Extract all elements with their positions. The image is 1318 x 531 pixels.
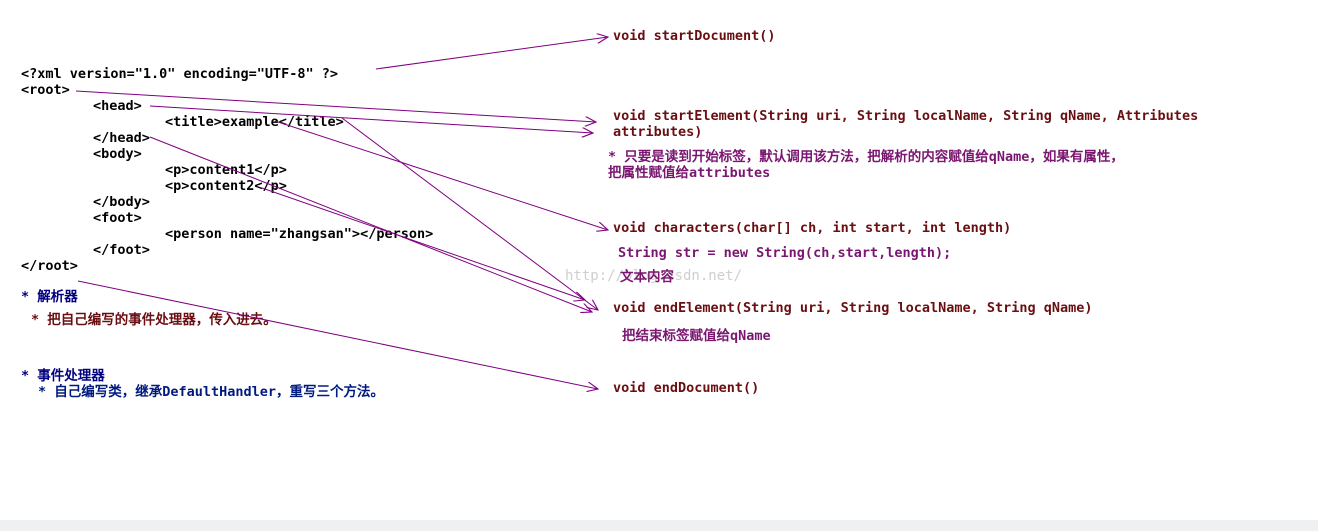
method-end-element: void endElement(String uri, String local…	[613, 300, 1093, 316]
xml-body-close: </body>	[93, 194, 150, 210]
characters-note: 文本内容	[620, 269, 674, 285]
end-element-note: 把结束标签赋值给qName	[622, 328, 771, 344]
handler-title: * 事件处理器	[21, 368, 105, 384]
xml-root-open: <root>	[21, 82, 70, 98]
parser-title: * 解析器	[21, 289, 78, 305]
xml-foot-close: </foot>	[93, 242, 150, 258]
arrow-root-close-to-end-document	[77, 280, 598, 389]
xml-title-line: <title>example</title>	[165, 114, 344, 130]
watermark: http://blog.csdn.net/	[565, 268, 743, 284]
start-element-note-line1: * 只要是读到开始标签，默认调用该方法，把解析的内容赋值给qName，如果有属性…	[608, 149, 1124, 165]
xml-declaration: <?xml version="1.0" encoding="UTF-8" ?>	[21, 66, 338, 82]
xml-foot-open: <foot>	[93, 210, 142, 226]
arrow-p2-to-end-element	[261, 187, 585, 300]
method-start-element-line1: void startElement(String uri, String loc…	[613, 108, 1199, 124]
arrow-title-to-characters	[274, 120, 608, 230]
method-characters: void characters(char[] ch, int start, in…	[613, 220, 1012, 236]
xml-p1: <p>content1</p>	[165, 162, 287, 178]
arrow-title-close-to-end-element	[341, 117, 598, 310]
method-start-document: void startDocument()	[613, 28, 776, 44]
parser-desc: * 把自己编写的事件处理器，传入进去。	[31, 312, 277, 328]
bottom-scroll-strip	[0, 520, 1318, 531]
xml-p2: <p>content2</p>	[165, 178, 287, 194]
start-element-note-line2: 把属性赋值给attributes	[608, 165, 771, 181]
xml-head-close: </head>	[93, 130, 150, 146]
xml-root-close: </root>	[21, 258, 78, 274]
method-end-document: void endDocument()	[613, 380, 760, 396]
handler-desc: * 自己编写类，继承DefaultHandler，重写三个方法。	[38, 384, 385, 400]
xml-person: <person name="zhangsan"></person>	[165, 226, 434, 242]
characters-code: String str = new String(ch,start,length)…	[618, 245, 952, 261]
xml-body-open: <body>	[93, 146, 142, 162]
xml-head-open: <head>	[93, 98, 142, 114]
arrow-declaration-to-start-document	[375, 37, 608, 70]
method-start-element-line2: attributes)	[613, 124, 703, 140]
